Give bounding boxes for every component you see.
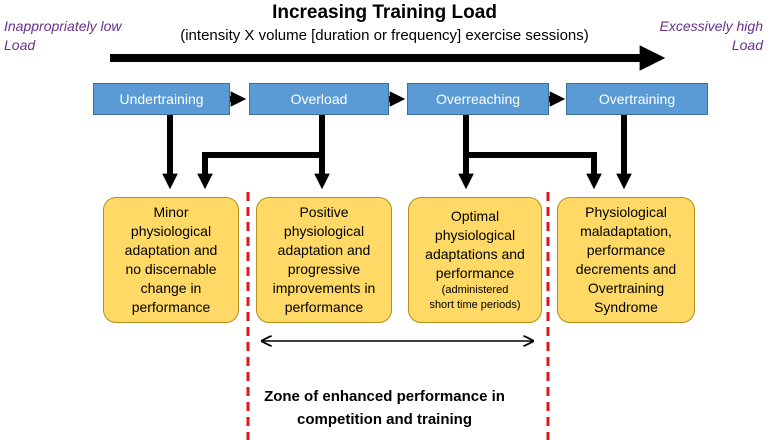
outcome-maladaptation-line-1: Physiological (585, 204, 667, 220)
outcome-maladaptation-line-6: Syndrome (594, 299, 658, 315)
outcome-minor-line-3: adaptation and (124, 242, 218, 258)
outcome-optimal-line-3: adaptations and (425, 246, 525, 262)
stage-overtraining: Overtraining (566, 83, 708, 115)
outcome-positive-line-3: adaptation and (277, 242, 371, 258)
diagram-title: Increasing Training Load (272, 2, 497, 23)
outcome-optimal-line-2: physiological (434, 227, 516, 243)
outcome-minor-line-6: performance (131, 299, 211, 315)
outcome-minor-line-4: no discernable (125, 261, 217, 277)
outcome-positive-line-6: performance (284, 299, 364, 315)
outcome-maladaptation-line-3: performance (586, 242, 666, 258)
outcome-optimal-line-4: performance (435, 265, 515, 281)
outcome-optimal-note-1: (administered (441, 284, 509, 296)
outcome-positive-adaptation: Positive physiological adaptation and pr… (256, 197, 392, 323)
outcome-minor-line-2: physiological (130, 223, 212, 239)
low-load-label-line-2: Load (4, 37, 36, 53)
low-load-label: Inappropriately low Load (4, 17, 122, 55)
arrow-overreaching-branch (466, 152, 602, 190)
outcome-minor-line-5: change in (140, 280, 202, 296)
outcome-minor-line-1: Minor (153, 204, 189, 220)
outcome-positive-line-1: Positive (299, 204, 349, 220)
high-load-label-line-2: Load (731, 37, 763, 53)
outcome-positive-line-5: improvements in (272, 280, 376, 296)
outcome-maladaptation-line-4: decrements and (575, 261, 677, 277)
zone-caption-line-2: competition and training (297, 411, 472, 428)
stage-overreaching: Overreaching (407, 83, 549, 115)
high-load-label-line-1: Excessively high (659, 18, 764, 34)
low-load-label-line-1: Inappropriately low (4, 18, 122, 34)
stage-undertraining: Undertraining (93, 83, 230, 115)
outcome-positive-line-4: progressive (287, 261, 361, 277)
outcome-maladaptation-line-2: maladaptation, (580, 223, 672, 239)
zone-caption: Zone of enhanced performance in competit… (0, 385, 769, 431)
outcome-optimal-note-2: short time periods) (429, 299, 521, 311)
outcome-minor-adaptation: Minor physiological adaptation and no di… (103, 197, 239, 323)
stage-overload: Overload (249, 83, 389, 115)
outcome-maladaptation-line-5: Overtraining (587, 280, 665, 296)
outcome-maladaptation: Physiological maladaptation, performance… (557, 197, 695, 323)
outcome-positive-line-2: physiological (283, 223, 365, 239)
high-load-label: Excessively high Load (660, 17, 764, 55)
outcome-optimal-adaptation: Optimal physiological adaptations and pe… (408, 197, 542, 323)
arrow-overload-branch (197, 152, 322, 190)
zone-caption-line-1: Zone of enhanced performance in (264, 388, 505, 405)
outcome-optimal-line-1: Optimal (450, 208, 500, 224)
diagram-subtitle: (intensity X volume [duration or frequen… (180, 27, 589, 44)
